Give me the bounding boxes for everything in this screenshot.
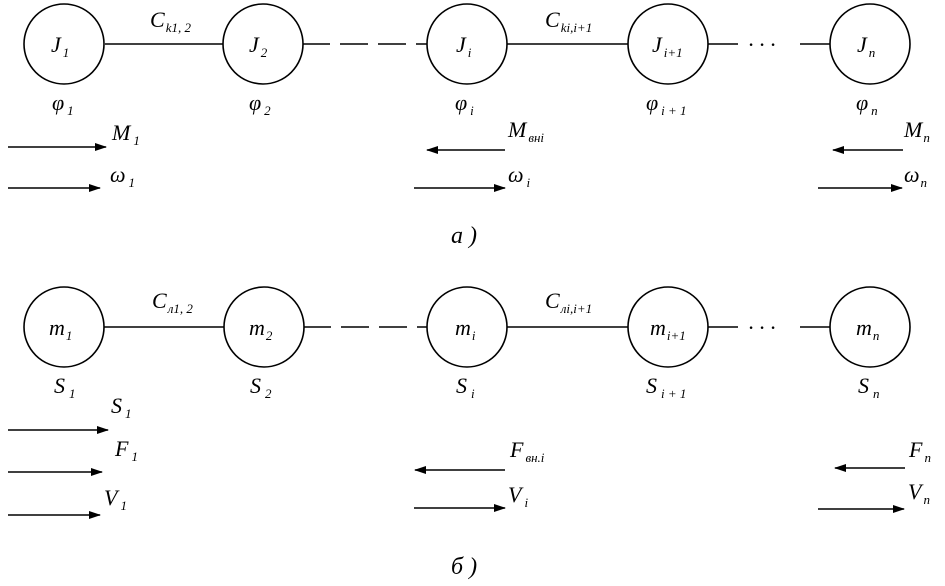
caption-b: б )	[451, 554, 477, 580]
link-label-c12: Cл1, 2	[152, 288, 193, 316]
node-label-2: m2	[249, 315, 273, 343]
node-circle-i	[426, 286, 508, 368]
ellipsis-dots: · · ·	[748, 32, 776, 57]
link-label-cii1: Cki,i+1	[545, 7, 592, 35]
node-circle-i1	[627, 286, 709, 368]
node-circle-1	[23, 3, 105, 85]
node-label-1: m1	[49, 315, 72, 343]
node-circle-2	[222, 3, 304, 85]
ellipsis-dots: · · ·	[748, 315, 776, 340]
node-label-n: mn	[856, 315, 879, 343]
caption-a: а )	[451, 223, 477, 249]
node-circle-1	[23, 286, 105, 368]
moment-label-n: Mn	[903, 117, 930, 145]
velocity-label-n: ωn	[904, 162, 927, 190]
node-circle-2	[223, 286, 305, 368]
node-label-i1: mi+1	[650, 315, 686, 343]
node-label-i: mi	[455, 315, 476, 343]
node-circle-i	[426, 3, 508, 85]
link-label-c12: Ck1, 2	[150, 7, 191, 35]
node-circle-n	[829, 286, 911, 368]
link-label-cii1: Cлі,і+1	[545, 288, 592, 316]
node-circle-i1	[627, 3, 709, 85]
node-circle-n	[829, 3, 911, 85]
